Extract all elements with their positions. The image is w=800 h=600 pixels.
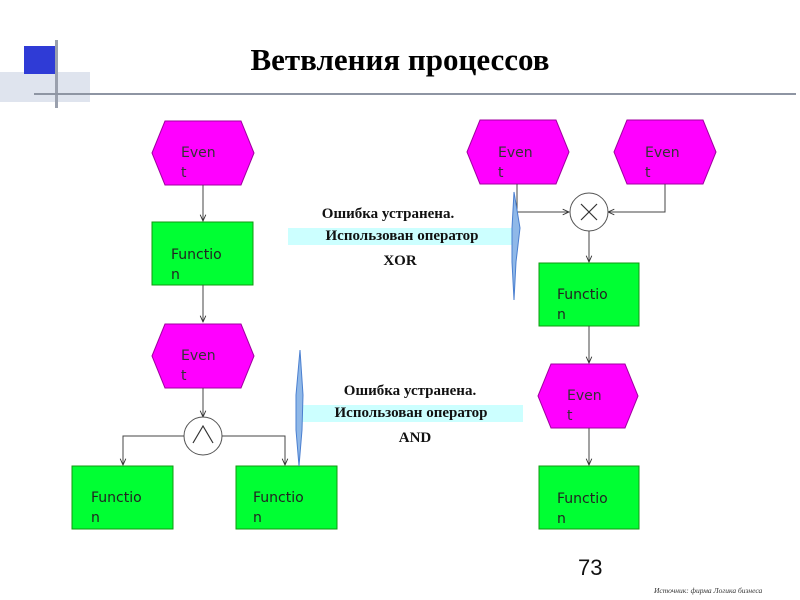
right-event-top-right (613, 119, 717, 185)
source-note: Источник: фирма Логика бизнеса (654, 586, 763, 595)
callout-xor-band (288, 228, 516, 245)
left-function-bottom-right-label: Functio n (253, 490, 304, 526)
right-connector-right-to-xor (608, 184, 666, 212)
page-title: Ветвления процессов (250, 42, 550, 77)
right-event-top-left (466, 119, 570, 185)
callout-xor-line1: Ошибка устранена. (321, 206, 455, 222)
page-number: 73 (578, 555, 603, 580)
and-operator-symbol (192, 424, 214, 444)
right-function-bottom (538, 465, 640, 530)
left-function-bottom-left-label: Functio n (91, 490, 142, 526)
right-event-mid-label: Even t (567, 388, 602, 424)
right-function-mid (538, 262, 640, 327)
callout-and-line3: AND (398, 430, 432, 446)
callout-and-band (299, 405, 523, 422)
callout-xor-pointer (511, 191, 521, 301)
callout-and-line1: Ошибка устранена. (343, 383, 477, 399)
corner-square-blue (24, 46, 55, 74)
right-function-mid-label: Functio n (557, 287, 608, 323)
callout-xor-line3: XOR (383, 253, 417, 269)
right-event-top-right-label: Even t (645, 145, 680, 181)
corner-square-light (0, 72, 90, 102)
xor-operator-symbol-b (580, 203, 598, 221)
callout-xor-line2: Использован оператор (325, 228, 479, 244)
right-event-mid (537, 363, 639, 429)
left-function-bottom-left (71, 465, 174, 530)
right-event-top-left-label: Even t (498, 145, 533, 181)
callout-and-line2: Использован оператор (334, 405, 488, 421)
right-function-bottom-label: Functio n (557, 491, 608, 527)
left-connector-branch-right (222, 435, 285, 465)
left-function-mid-label: Functio n (171, 247, 222, 283)
and-operator-circle (183, 416, 223, 456)
left-event-top-label: Even t (181, 145, 216, 181)
left-event-mid (151, 323, 255, 389)
left-connector-branch-left (123, 435, 184, 465)
header-rule (34, 93, 796, 95)
callout-and-pointer (295, 349, 304, 467)
left-function-mid (151, 221, 254, 286)
left-event-top (151, 120, 255, 186)
left-event-mid-label: Even t (181, 348, 216, 384)
corner-vertical-line (55, 40, 58, 108)
left-function-bottom-right (235, 465, 338, 530)
right-connector-left-to-xor (516, 184, 569, 212)
